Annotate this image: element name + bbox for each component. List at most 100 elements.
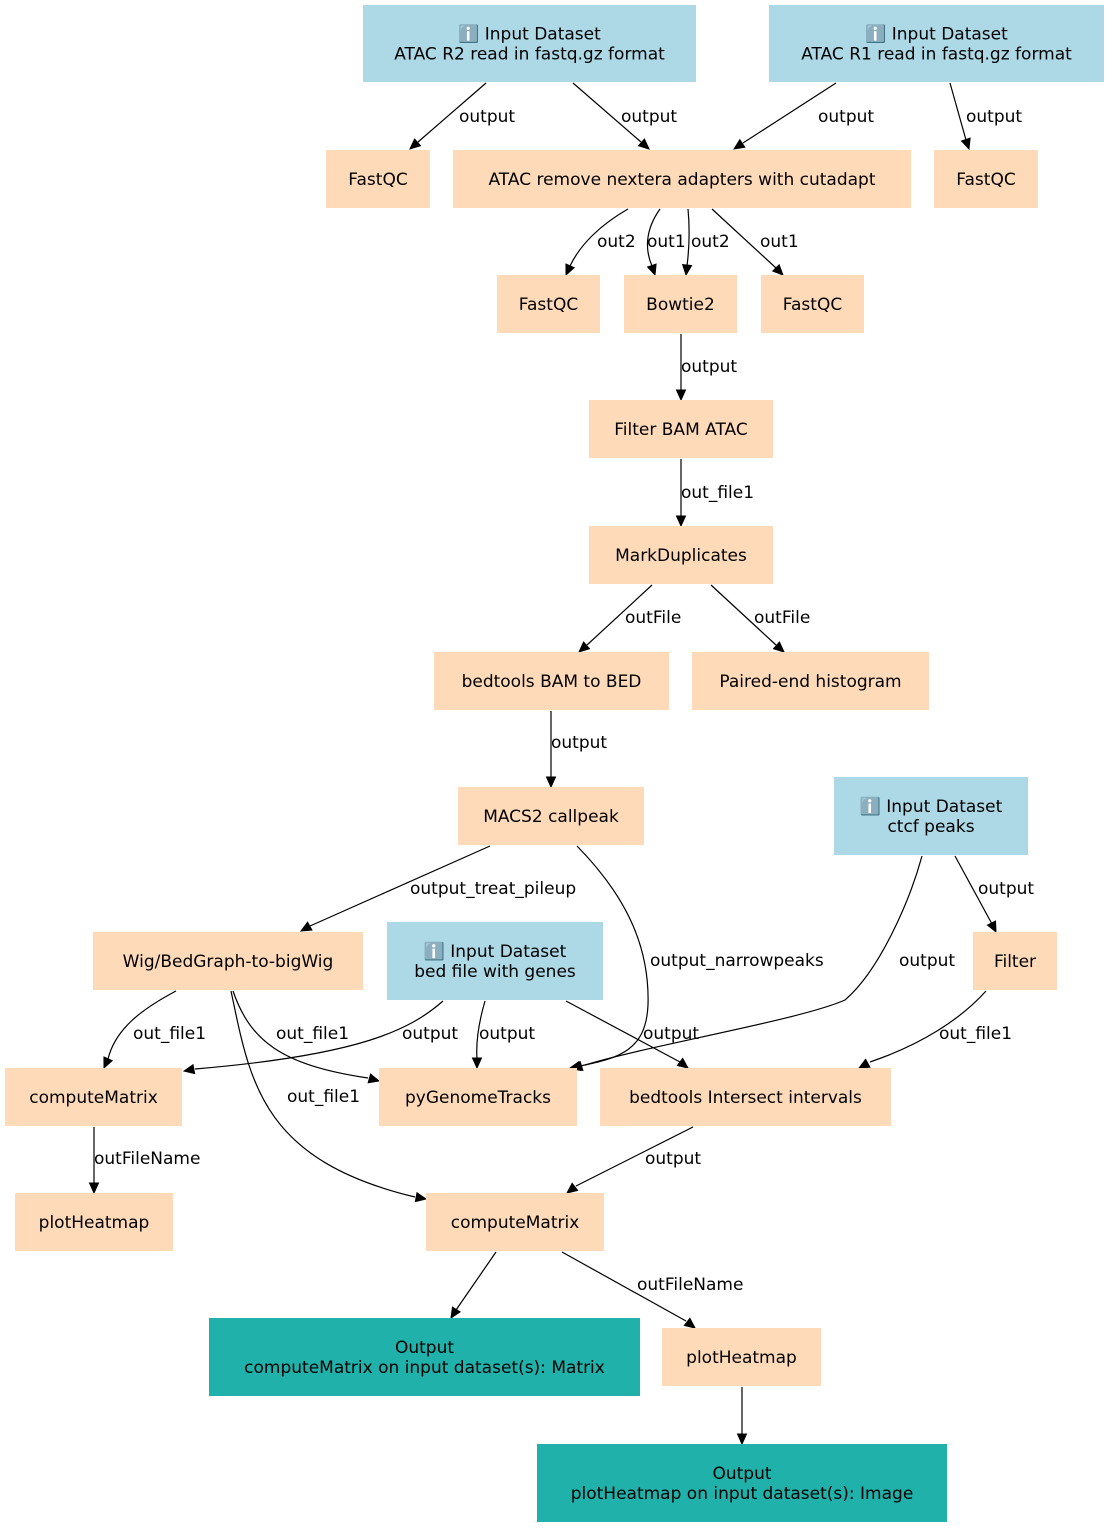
node-wig2bw[interactable]: Wig/BedGraph-to-bigWig [93,932,363,990]
node-title: plotHeatmap [686,1348,797,1368]
edge-label: out_file1 [133,1024,206,1044]
node-title: computeMatrix [451,1213,580,1233]
edge-label: output [621,107,677,127]
node-title: ℹ️ Input Dataset [860,796,1003,817]
node-title: FastQC [956,170,1015,190]
arrowhead [986,920,997,934]
arrowhead [182,1063,196,1075]
node-macs2[interactable]: MACS2 callpeak [458,787,644,845]
edge-label: output_narrowpeaks [650,951,824,971]
edge-label: output [643,1024,699,1044]
edge-label: outFile [754,608,810,628]
edge-cutadapt-to-bowtie2: out1 [646,208,686,277]
tool-node-box [692,652,929,710]
node-title: ℹ️ Input Dataset [424,941,567,962]
edge-line [711,208,777,269]
edge-label: output [681,357,737,377]
arrowhead [675,389,687,402]
node-title: bedtools BAM to BED [462,672,642,692]
edge-in_r1-to-fastqc_b: output [949,82,1022,151]
arrowhead [578,641,591,653]
edge-label: output [899,951,955,971]
edge-label: output [966,107,1022,127]
edge-line [107,990,177,1060]
node-fastqc-d[interactable]: FastQC [761,275,864,333]
node-filterbam[interactable]: Filter BAM ATAC [589,400,773,458]
edge-label: out2 [597,232,636,252]
node-title: Paired-end histogram [719,672,901,692]
edge-intersect-to-cm2: output [566,1126,701,1194]
node-filter[interactable]: Filter [973,932,1057,990]
node-pehist[interactable]: Paired-end histogram [692,652,929,710]
edge-cutadapt-to-fastqc_d: out1 [711,208,799,276]
edge-label: out2 [691,232,730,252]
input-node-box [363,5,696,82]
node-title: Bowtie2 [646,295,715,315]
tool-node-box [973,932,1057,990]
arrowhead [772,641,785,653]
edge-cutadapt-to-bowtie2: out2 [681,208,730,277]
output-node-box [537,1444,947,1522]
edge-line [194,1000,444,1070]
node-fastqc-c[interactable]: FastQC [497,275,600,333]
node-fastqc-a[interactable]: FastQC [326,150,430,208]
node-title: FastQC [348,170,407,190]
node-markdup[interactable]: MarkDuplicates [589,526,773,584]
node-title: Filter BAM ATAC [614,420,747,440]
edge-wig2bw-to-pygt: out_file1 [232,990,381,1084]
input-node-box [834,777,1028,855]
arrowhead [960,137,971,151]
node-cutadapt[interactable]: ATAC remove nextera adapters with cutada… [453,150,911,208]
node-bowtie2[interactable]: Bowtie2 [624,275,737,333]
node-cm1[interactable]: computeMatrix [5,1068,182,1126]
tool-node-box [761,275,864,333]
arrowhead [566,1182,579,1194]
tool-node-box [589,526,773,584]
tool-node-box [934,150,1038,208]
node-title: Output [395,1338,454,1358]
edge-in_genes-to-pygt: output [471,1000,535,1070]
edge-line [575,1126,694,1187]
node-cm2[interactable]: computeMatrix [426,1193,604,1251]
edge-markdup-to-pehist: outFile [710,584,810,653]
node-heat2[interactable]: plotHeatmap [662,1328,821,1386]
arrowhead [545,776,557,789]
edge-label: output [818,107,874,127]
node-title: plotHeatmap [39,1213,150,1233]
tool-node-box [662,1328,821,1386]
tool-node-box [15,1193,173,1251]
edge-in_r1-to-cutadapt: output [732,82,874,150]
tool-node-box [600,1068,891,1126]
input-node-box [387,922,603,1000]
node-fastqc-b[interactable]: FastQC [934,150,1038,208]
node-title: Output [712,1464,771,1484]
edge-label: out_file1 [276,1024,349,1044]
node-intersect[interactable]: bedtools Intersect intervals [600,1068,891,1126]
edge-label: output [459,107,515,127]
edge-line [869,990,987,1063]
edge-bam2bed-to-macs2: output [545,711,607,789]
node-pygt[interactable]: pyGenomeTracks [379,1068,577,1126]
tool-node-box [458,787,644,845]
node-title: MACS2 callpeak [483,807,619,827]
edge-label: outFileName [94,1149,200,1169]
edge-label: out1 [760,232,799,252]
arrowhead [88,1182,100,1195]
node-heat1[interactable]: plotHeatmap [15,1193,173,1251]
edge-cm1-to-heat1: outFileName [88,1127,200,1195]
node-bam2bed[interactable]: bedtools BAM to BED [434,652,669,710]
node-title: Wig/BedGraph-to-bigWig [123,952,334,972]
edge-cm2-to-out_matrix [450,1251,497,1320]
node-title: pyGenomeTracks [405,1088,551,1108]
edge-heat2-to-out_image [736,1387,748,1446]
tool-node-box [93,932,363,990]
